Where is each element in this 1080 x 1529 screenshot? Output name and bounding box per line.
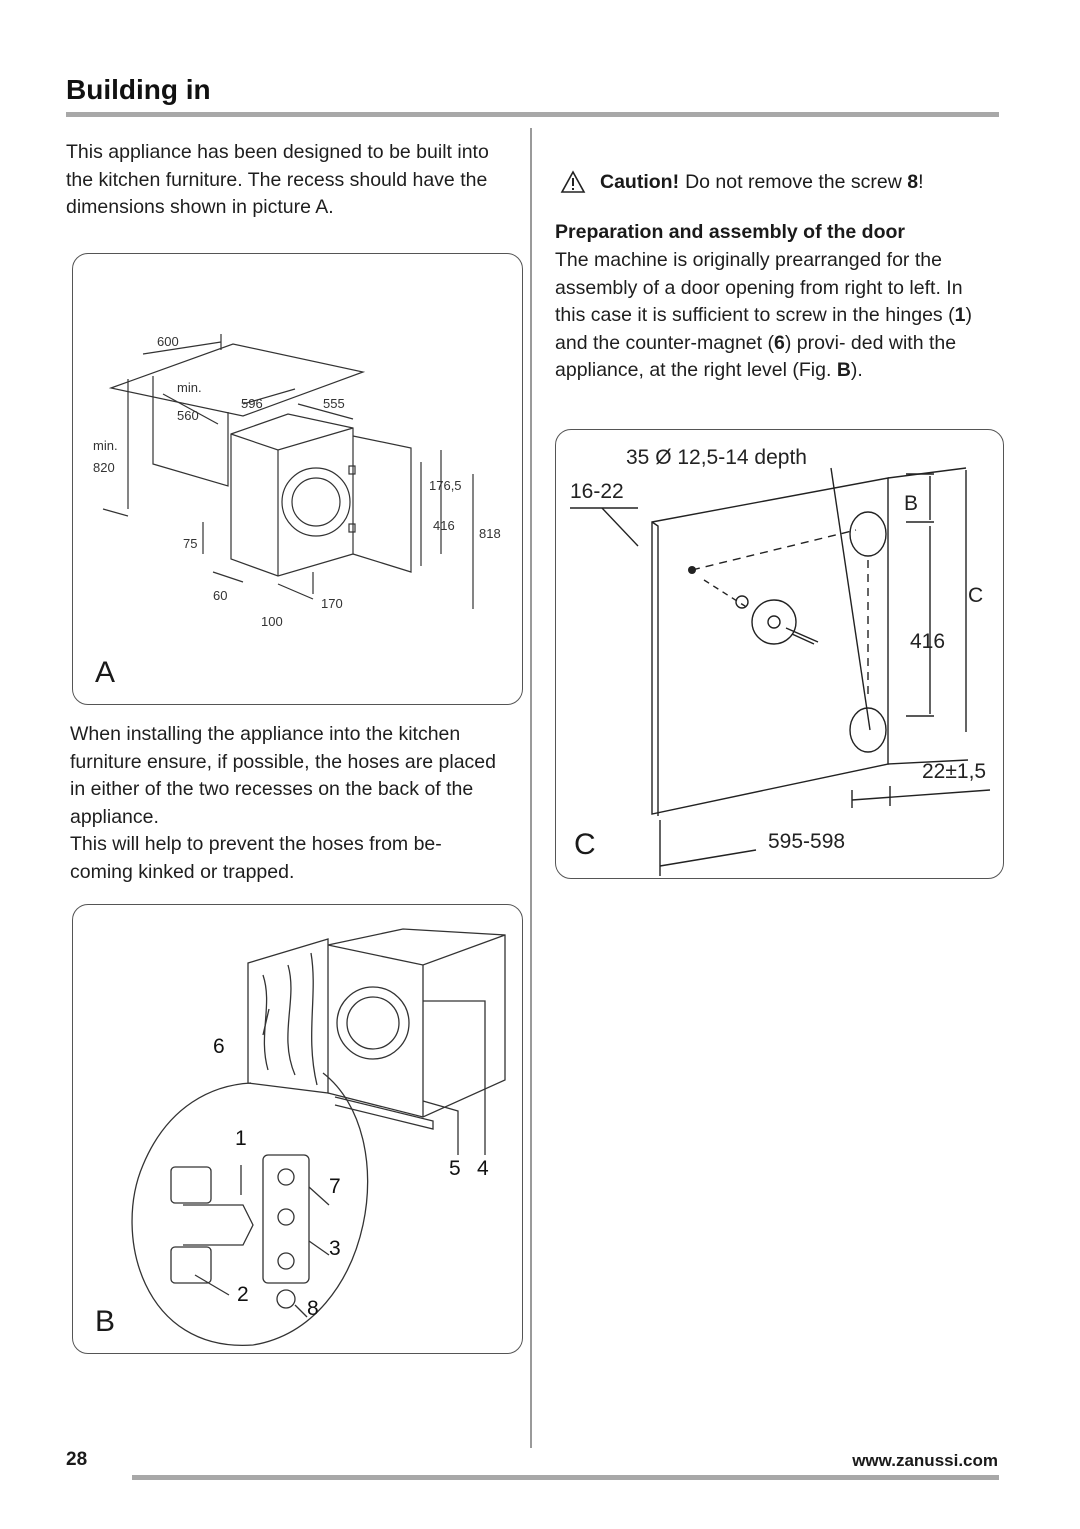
figure-b-letter: B xyxy=(95,1305,115,1338)
dim-c-label: C xyxy=(968,584,983,607)
prep-hinge-ref: 1 xyxy=(954,304,966,327)
dim-595-598: 595-598 xyxy=(768,830,845,853)
dim-820: 820 xyxy=(93,460,115,475)
dim-818: 818 xyxy=(479,526,501,541)
prep-text-2: ) and the counter-magnet ( xyxy=(555,304,972,354)
dim-596: 596 xyxy=(241,396,263,411)
dim-176-5: 176,5 xyxy=(429,478,462,493)
column-divider xyxy=(530,128,532,1448)
intro-paragraph: This appliance has been designed to be b… xyxy=(66,141,489,219)
callout-4: 4 xyxy=(477,1157,489,1180)
dim-min-label: min. xyxy=(177,380,202,395)
figure-a: 600 min. 560 min. 820 596 555 176,5 416 … xyxy=(72,253,523,705)
dim-b-label: B xyxy=(904,492,918,515)
dim-16-22: 16-22 xyxy=(570,480,624,503)
dim-555: 555 xyxy=(323,396,345,411)
title-rule xyxy=(66,112,999,117)
warning-triangle-icon xyxy=(560,170,586,193)
caution-text: Do not remove the screw xyxy=(685,170,902,193)
dim-22: 22±1,5 xyxy=(922,760,986,783)
footer-rule xyxy=(132,1475,999,1480)
hoses-paragraph-2: This will help to prevent the hoses from… xyxy=(70,833,442,883)
drill-point-icon xyxy=(688,566,696,574)
hoses-text: When installing the appliance into the k… xyxy=(70,721,510,887)
caution-label: Caution! xyxy=(600,170,680,193)
callout-3: 3 xyxy=(329,1237,341,1260)
dim-170: 170 xyxy=(321,596,343,611)
dim-416: 416 xyxy=(910,630,945,653)
caution-end: ! xyxy=(918,170,924,193)
dim-75: 75 xyxy=(183,536,197,551)
figure-b-drawing: 6 1 7 5 4 3 2 8 B xyxy=(95,928,506,1346)
prep-figure-ref: B xyxy=(836,359,851,382)
door-assembly-heading: Preparation and assembly of the door xyxy=(555,221,905,243)
dim-min-label-2: min. xyxy=(93,438,118,453)
figure-c: 35 Ø 12,5-14 depth 16-22 B C 416 22±1,5 … xyxy=(555,429,1004,879)
figure-a-drawing: 600 min. 560 min. 820 596 555 176,5 416 … xyxy=(93,334,501,689)
door-assembly-paragraph: The machine is originally prearranged fo… xyxy=(555,247,995,385)
callout-6: 6 xyxy=(213,1035,225,1058)
callout-7: 7 xyxy=(329,1175,341,1198)
dim-600: 600 xyxy=(157,334,179,349)
page-title: Building in xyxy=(66,74,211,105)
prep-text-3: ) provi- ded with the appliance, at the … xyxy=(555,331,957,382)
dim-60: 60 xyxy=(213,588,227,603)
callout-8: 8 xyxy=(307,1297,319,1320)
callout-1: 1 xyxy=(235,1127,247,1150)
figure-b: 6 1 7 5 4 3 2 8 B xyxy=(72,904,523,1354)
figure-c-letter: C xyxy=(574,828,596,861)
caution-screw-number: 8 xyxy=(907,170,919,193)
figure-a-letter: A xyxy=(95,656,115,689)
drill-size-label: 35 Ø 12,5-14 depth xyxy=(626,446,807,469)
dim-100: 100 xyxy=(261,614,283,629)
prep-magnet-ref: 6 xyxy=(773,331,785,354)
website-link[interactable]: www.zanussi.com xyxy=(852,1451,998,1470)
dim-416: 416 xyxy=(433,518,455,533)
hoses-paragraph-1: When installing the appliance into the k… xyxy=(70,723,497,828)
callout-5: 5 xyxy=(449,1157,461,1180)
prep-text-4: ). xyxy=(850,359,863,382)
callout-2: 2 xyxy=(237,1283,249,1306)
caution-notice: Caution! Do not remove the screw 8! xyxy=(560,170,924,194)
prep-text-1: The machine is originally prearranged fo… xyxy=(555,249,963,327)
dim-560: 560 xyxy=(177,408,199,423)
page-number: 28 xyxy=(66,1449,88,1470)
figure-c-drawing: 35 Ø 12,5-14 depth 16-22 B C 416 22±1,5 … xyxy=(570,446,991,876)
